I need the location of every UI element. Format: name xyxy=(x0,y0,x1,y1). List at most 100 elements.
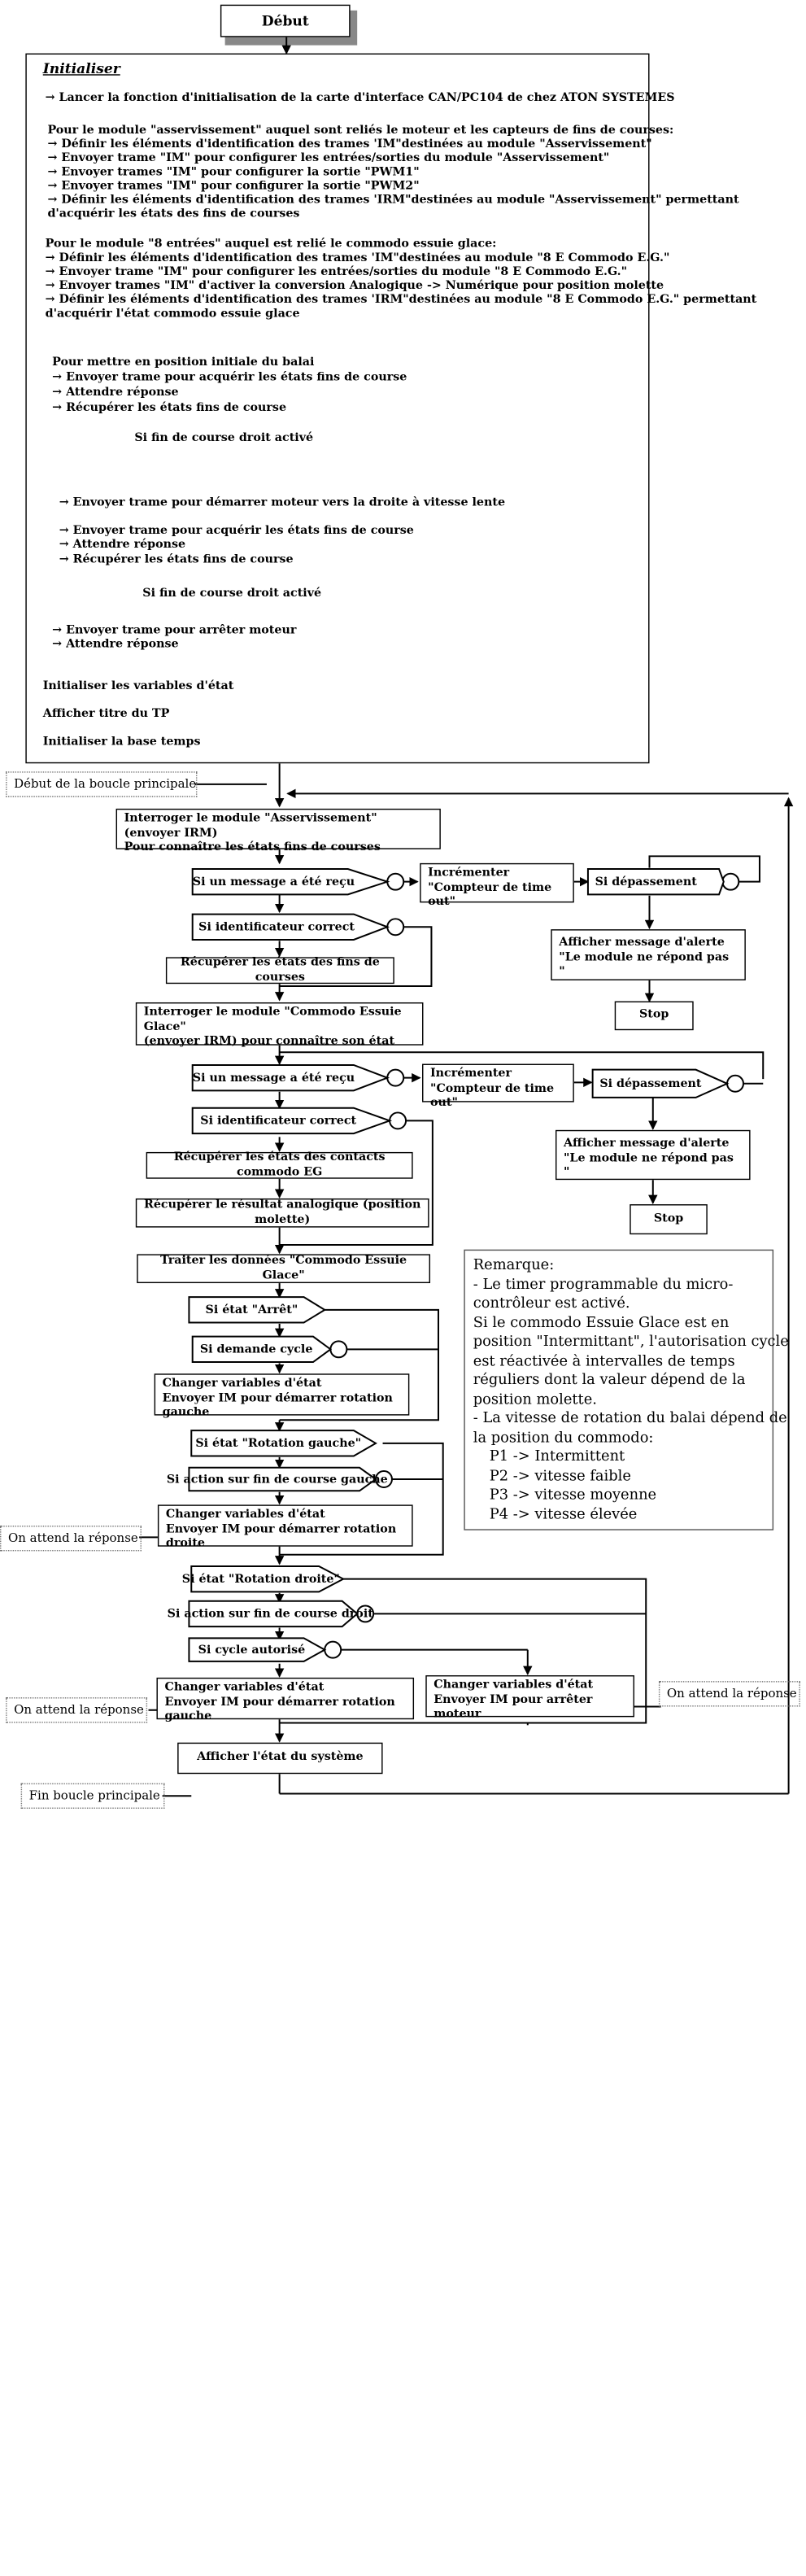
condition-message-received-2: Si un message a été reçu xyxy=(192,1071,355,1085)
init-loop-step: → Envoyer trame pour acquérir les états … xyxy=(59,524,414,538)
remark-line: P1 -> Intermittent xyxy=(489,1447,625,1465)
note-loop-end: Fin boucle principale xyxy=(20,1783,165,1809)
condition-overflow-1: Si dépassement xyxy=(595,875,697,889)
init-asserv-step: d'acquérir les états des fins de courses xyxy=(47,207,300,220)
change-state-line: Envoyer IM pour démarrer rotation droite xyxy=(165,1522,397,1551)
alert-line: "Le module ne répond pas " xyxy=(563,1151,734,1179)
remark-line: est réactivée à intervalles de temps xyxy=(473,1351,735,1369)
query-commodo-line: Interroger le module "Commodo Essuie Gla… xyxy=(143,1006,402,1033)
condition-cycle-request: Si demande cycle xyxy=(199,1343,313,1356)
query-asserv-box: Interroger le module "Asservissement" (e… xyxy=(115,808,441,854)
init-titre-tp: Afficher titre du TP xyxy=(42,707,170,721)
init-asserv-step: → Envoyer trame "IM" pour configurer les… xyxy=(47,151,610,165)
change-state-right-box: Changer variables d'état Envoyer IM pour… xyxy=(157,1504,413,1550)
note-waiting-response-3: On attend la réponse xyxy=(658,1681,800,1707)
remark-line: P2 -> vitesse faible xyxy=(489,1465,631,1484)
increment-line: Incrémenter xyxy=(428,867,510,880)
query-asserv-line: Interroger le module "Asservissement" (e… xyxy=(124,812,377,840)
condition-fdc-droit-initial: Si fin de course droit activé xyxy=(134,430,314,444)
recover-analog-box: Récupérer le résultat analogique (positi… xyxy=(135,1198,429,1228)
condition-state-rotate-left: Si état "Rotation gauche" xyxy=(195,1436,362,1450)
alert-line: "Le module ne répond pas " xyxy=(559,950,730,979)
condition-state-stop: Si état "Arrêt" xyxy=(205,1303,298,1316)
init-moteur-lent: → Envoyer trame pour démarrer moteur ver… xyxy=(59,496,506,509)
change-state-line: Envoyer IM pour démarrer rotation gauche xyxy=(162,1391,393,1419)
increment-line: "Compteur de time out" xyxy=(430,1081,555,1110)
remark-line: P4 -> vitesse élevée xyxy=(489,1504,638,1522)
remark-line: position "Intermittant", l'autorisation … xyxy=(473,1331,789,1350)
remark-line: position molette. xyxy=(473,1389,597,1407)
change-state-left-box: Changer variables d'état Envoyer IM pour… xyxy=(154,1373,410,1419)
init-title: Initialiser xyxy=(42,60,120,77)
increment-line: Incrémenter xyxy=(430,1067,512,1081)
change-state-line: Changer variables d'état xyxy=(164,1681,325,1694)
change-state-line: Changer variables d'état xyxy=(165,1508,325,1522)
init-balai-step: → Envoyer trame pour acquérir les états … xyxy=(52,371,407,384)
condition-identifier-2: Si identificateur correct xyxy=(200,1114,357,1128)
remark-line: P3 -> vitesse moyenne xyxy=(489,1485,657,1503)
init-loop-step: → Récupérer les états fins de course xyxy=(59,553,294,566)
process-commodo-box: Traiter les données "Commodo Essuie Glac… xyxy=(137,1254,431,1284)
increment-line: "Compteur de time out" xyxy=(428,880,552,909)
init-balai-intro: Pour mettre en position initiale du bala… xyxy=(52,356,315,369)
remark-line: contrôleur est activé. xyxy=(473,1293,630,1312)
init-8e-step: → Définir les éléments d'identification … xyxy=(45,293,757,307)
query-commodo-line: (envoyer IRM) pour connaître son état xyxy=(143,1034,395,1048)
remark-line: la position du commodo: xyxy=(473,1427,654,1445)
condition-overflow-2: Si dépassement xyxy=(599,1076,702,1090)
init-asserv-step: → Envoyer trames "IM" pour configurer la… xyxy=(47,165,420,179)
alert-box-1: Afficher message d'alerte "Le module ne … xyxy=(551,929,746,980)
remark-box: Remarque: - Le timer programmable du mic… xyxy=(464,1249,789,1530)
remark-line: - Le timer programmable du micro- xyxy=(473,1274,734,1292)
init-asserv-step: → Définir les éléments d'identification … xyxy=(47,138,652,151)
init-asserv-step: → Définir les éléments d'identification … xyxy=(47,194,739,207)
init-balai-step: → Récupérer les états fins de course xyxy=(52,401,287,415)
change-state-line: Changer variables d'état xyxy=(433,1679,594,1692)
init-asserv-step: → Envoyer trames "IM" pour configurer la… xyxy=(47,180,420,193)
alert-line: Afficher message d'alerte xyxy=(563,1137,730,1150)
change-state-line: Envoyer IM pour démarrer rotation gauche xyxy=(164,1695,395,1723)
alert-line: Afficher message d'alerte xyxy=(559,936,725,950)
condition-state-rotate-right: Si état "Rotation droite" xyxy=(181,1572,340,1586)
query-asserv-line: Pour connaître les états fins de courses xyxy=(124,840,381,854)
recover-contacts-box: Récupérer les états des contacts commodo… xyxy=(146,1150,413,1179)
condition-identifier-1: Si identificateur correct xyxy=(198,920,355,934)
init-8e-step: → Envoyer trame "IM" pour configurer les… xyxy=(45,265,628,279)
alert-box-2: Afficher message d'alerte "Le module ne … xyxy=(555,1129,751,1181)
remark-line: Remarque: xyxy=(473,1255,555,1273)
note-loop-start: Début de la boucle principale xyxy=(6,771,198,797)
condition-fdc-droit-loop: Si fin de course droit activé xyxy=(142,586,322,600)
note-waiting-response-2: On attend la réponse xyxy=(6,1697,148,1723)
init-var-etat: Initialiser les variables d'état xyxy=(42,679,234,693)
condition-cycle-authorized: Si cycle autorisé xyxy=(198,1643,306,1657)
condition-message-received-1: Si un message a été reçu xyxy=(192,875,355,889)
change-state-line: Envoyer IM pour arrêter moteur xyxy=(433,1693,593,1721)
init-loop-step: → Attendre réponse xyxy=(59,538,186,552)
display-system-state-box: Afficher l'état du système xyxy=(177,1742,383,1775)
stop-node-1: Stop xyxy=(614,1001,694,1031)
stop-node-2: Stop xyxy=(630,1204,708,1235)
init-stop-step: → Attendre réponse xyxy=(52,638,179,651)
condition-left-limit: Si action sur fin de course gauche xyxy=(166,1473,388,1486)
init-stop-step: → Envoyer trame pour arrêter moteur xyxy=(52,624,297,637)
remark-line: Si le commodo Essuie Glace est en xyxy=(473,1312,730,1330)
remark-line: réguliers dont la valeur dépend de la xyxy=(473,1369,746,1388)
change-state-line: Changer variables d'état xyxy=(162,1377,322,1391)
remark-line: - La vitesse de rotation du balai dépend… xyxy=(473,1408,787,1426)
condition-right-limit: Si action sur fin de course droit xyxy=(167,1607,373,1621)
change-state-stop-box: Changer variables d'état Envoyer IM pour… xyxy=(425,1674,634,1721)
init-base-temps: Initialiser la base temps xyxy=(42,736,201,749)
init-line: → Lancer la fonction d'initialisation de… xyxy=(45,91,675,105)
init-asserv-intro: Pour le module "asservissement" auquel s… xyxy=(47,124,674,138)
init-balai-step: → Attendre réponse xyxy=(52,386,179,399)
init-8e-step: → Définir les éléments d'identification … xyxy=(45,251,670,265)
init-8e-step: d'acquérir l'état commodo essuie glace xyxy=(45,307,300,321)
increment-timeout-box-1: Incrémenter "Compteur de time out" xyxy=(420,862,574,908)
init-8e-intro: Pour le module "8 entrées" auquel est re… xyxy=(45,238,497,251)
initialize-block: Initialiser → Lancer la fonction d'initi… xyxy=(25,53,756,764)
start-node: Début xyxy=(220,4,351,37)
recover-limit-states-box: Récupérer les états des fins de courses xyxy=(165,956,394,985)
query-commodo-box: Interroger le module "Commodo Essuie Gla… xyxy=(135,1002,424,1048)
change-state-left2-box: Changer variables d'état Envoyer IM pour… xyxy=(156,1677,415,1722)
